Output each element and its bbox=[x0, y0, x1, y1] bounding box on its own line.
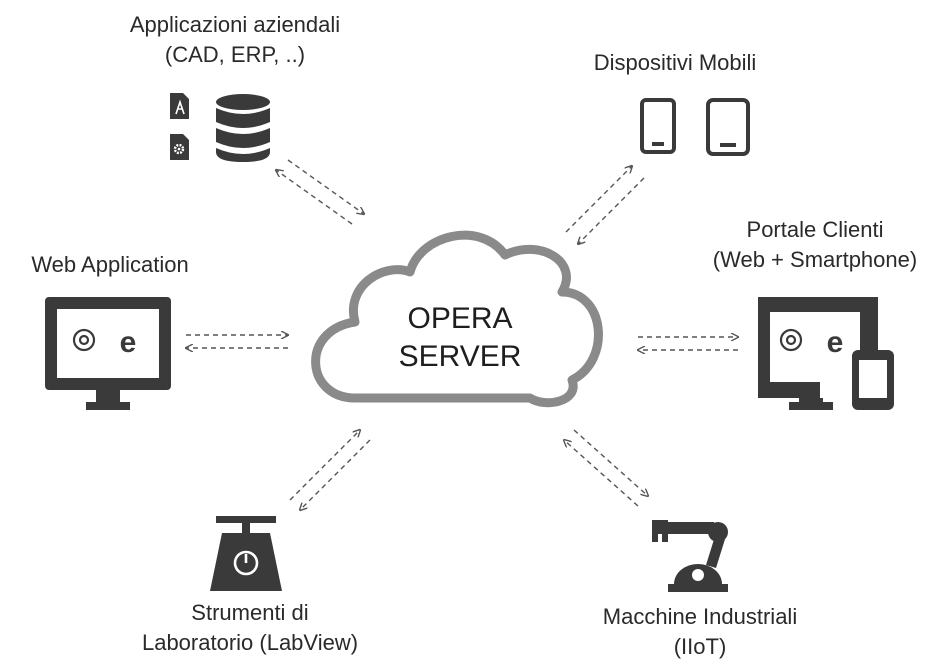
web-application-line1: Web Application bbox=[31, 252, 189, 277]
edge-icon: e bbox=[120, 326, 137, 359]
mobile-devices-line1: Dispositivi Mobili bbox=[593, 50, 757, 75]
scale-icon bbox=[210, 516, 282, 591]
cloud-shape bbox=[311, 230, 603, 408]
portal-chrome-icon bbox=[779, 328, 803, 352]
industrial-machines-line1: Macchine Industriali bbox=[602, 604, 798, 629]
tablet-icon bbox=[706, 98, 750, 156]
center-line1: OPERA bbox=[407, 302, 513, 335]
arrow-web-application bbox=[186, 335, 288, 348]
industrial-machines-line2: (IIoT) bbox=[673, 634, 727, 659]
business-apps-line2: (CAD, ERP, ..) bbox=[164, 42, 306, 67]
label-lab-instruments: Strumenti di Laboratorio (LabView) bbox=[130, 598, 370, 658]
lab-instruments-line1: Strumenti di bbox=[191, 600, 309, 625]
arrow-lab-instruments bbox=[289, 430, 371, 510]
svg-text:e: e bbox=[120, 326, 137, 359]
monitor-icon bbox=[45, 297, 171, 410]
label-client-portal: Portale Clienti (Web + Smartphone) bbox=[690, 215, 940, 275]
arrow-client-portal bbox=[638, 337, 738, 350]
database-icon bbox=[216, 94, 270, 162]
arrow-business-apps bbox=[276, 159, 364, 225]
label-business-apps: Applicazioni aziendali (CAD, ERP, ..) bbox=[105, 10, 365, 70]
center-line2: SERVER bbox=[398, 340, 522, 373]
center-node-label: OPERA SERVER bbox=[330, 300, 590, 376]
label-web-application: Web Application bbox=[5, 250, 215, 280]
arrow-mobile-devices bbox=[565, 166, 645, 244]
settings-file-icon bbox=[170, 134, 189, 160]
robot-arm-icon bbox=[652, 520, 728, 592]
cad-file-icon bbox=[170, 93, 189, 119]
client-portal-line2: (Web + Smartphone) bbox=[712, 247, 918, 272]
chrome-icon bbox=[72, 328, 96, 352]
portal-edge-icon: e bbox=[827, 326, 844, 359]
label-mobile-devices: Dispositivi Mobili bbox=[560, 48, 790, 78]
portal-monitor-icon bbox=[758, 297, 878, 410]
arrow-industrial-machines bbox=[564, 429, 648, 507]
portal-smartphone-icon bbox=[852, 350, 894, 410]
lab-instruments-line2: Laboratorio (LabView) bbox=[141, 630, 359, 655]
client-portal-line1: Portale Clienti bbox=[746, 217, 884, 242]
smartphone-icon bbox=[640, 98, 676, 154]
svg-text:e: e bbox=[827, 326, 844, 359]
label-industrial-machines: Macchine Industriali (IIoT) bbox=[570, 602, 830, 662]
business-apps-line1: Applicazioni aziendali bbox=[129, 12, 341, 37]
